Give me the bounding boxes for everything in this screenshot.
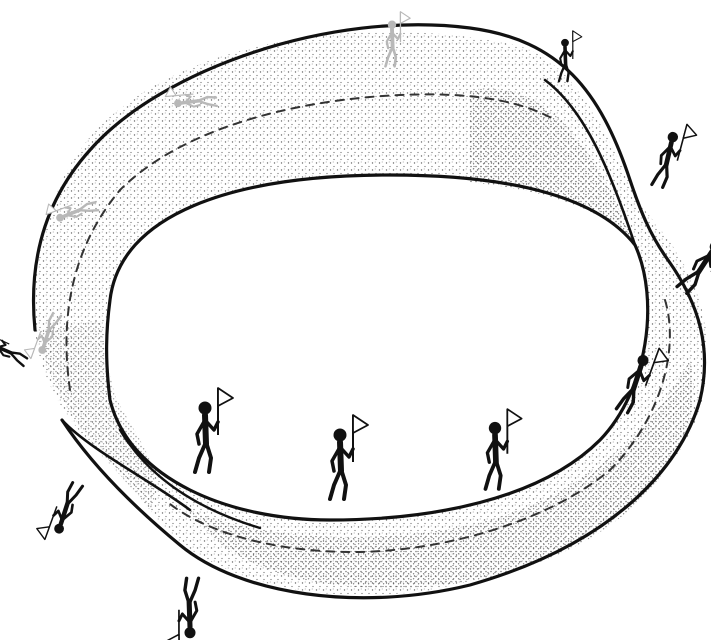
walker-front-1 [195, 388, 233, 472]
flag-icon [353, 415, 368, 433]
walker-front-2 [330, 415, 368, 499]
flag-pole [0, 332, 9, 344]
flag-icon [683, 124, 698, 141]
walker-bottom-inverted [166, 578, 198, 640]
flag-icon [218, 388, 233, 406]
band-shadow-bottom-front [190, 360, 693, 588]
flag-icon [166, 634, 179, 640]
walker-legs [330, 469, 346, 499]
flag-icon [573, 31, 582, 42]
flag-icon [400, 12, 410, 24]
walker-front-3 [486, 409, 522, 489]
walker-legs [486, 460, 501, 489]
band-inner-edge [107, 175, 648, 520]
walker-left-lower [34, 476, 82, 545]
walker-legs [64, 482, 83, 507]
walker-left-edge [0, 324, 33, 366]
walker-legs [652, 161, 671, 187]
flag-icon [34, 523, 49, 540]
band-shadow-left-twist [40, 320, 155, 510]
walker-right-upper [652, 120, 699, 193]
walker-legs [7, 350, 27, 366]
walker-legs [195, 442, 211, 472]
flag-icon [507, 409, 521, 426]
walker-legs [185, 578, 199, 604]
